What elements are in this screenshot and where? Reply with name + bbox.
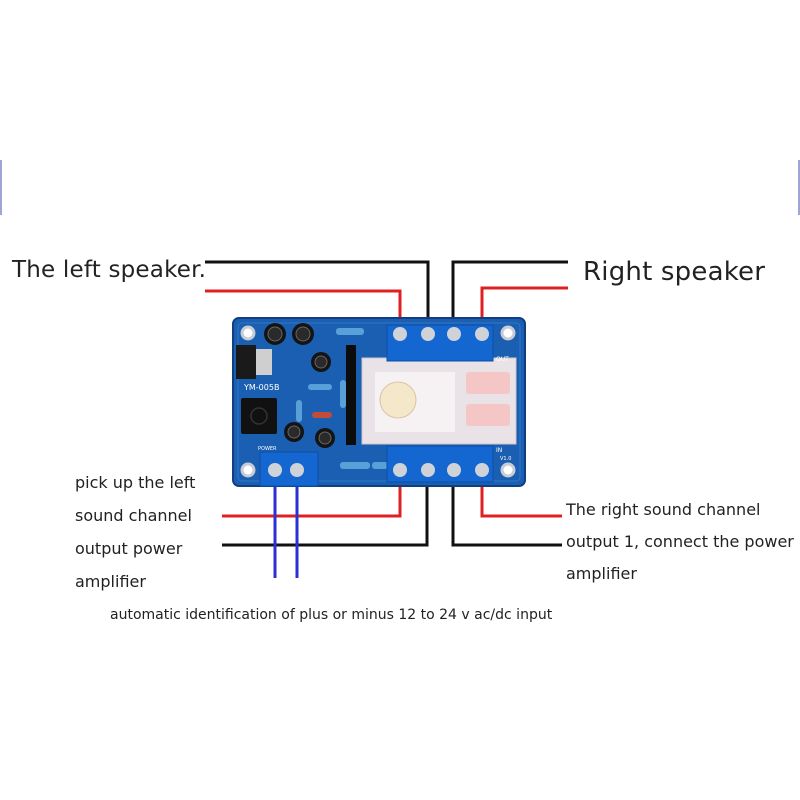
mounting-holes [240,325,516,478]
power-input-label: automatic identification of plus or minu… [110,607,553,623]
right-amp-negative-wire [451,470,562,547]
output-terminal-block [386,324,494,362]
right-speaker-negative-wire [451,260,568,332]
left-speaker-label: The left speaker. [12,257,207,283]
relay [361,357,517,445]
resistors [296,328,388,469]
left-channel-label: pick up the left sound channel output po… [75,466,195,598]
right-edge-mark [798,160,800,215]
pcb-board: YM-005B [232,317,526,487]
left-channel-line-1: pick up the left [75,473,196,492]
right-channel-line-3: amplifier [566,564,637,583]
in-label: IN [496,447,502,454]
input-terminal-block [386,445,494,483]
heatsink-bar [346,345,356,445]
left-channel-line-4: amplifier [75,572,146,591]
version-label: V1.0 [500,456,511,462]
right-speaker-label: Right speaker [583,257,766,287]
left-edge-mark [0,160,2,215]
power-label: POWER [258,446,277,452]
voltage-regulator [236,345,272,379]
model-label: YM-005B [243,383,279,392]
left-channel-line-3: output power [75,539,183,558]
power-terminal-block [259,451,319,487]
left-speaker-negative-wire [205,260,430,332]
left-channel-line-2: sound channel [75,506,192,525]
right-channel-line-2: output 1, connect the power [566,532,794,551]
right-channel-line-1: The right sound channel [566,500,761,519]
left-amp-negative-wire [222,470,429,547]
capacitors [264,323,335,448]
right-channel-label: The right sound channel output 1, connec… [566,494,794,590]
out-label: OUT [496,356,509,363]
bridge-rectifier [241,398,277,434]
